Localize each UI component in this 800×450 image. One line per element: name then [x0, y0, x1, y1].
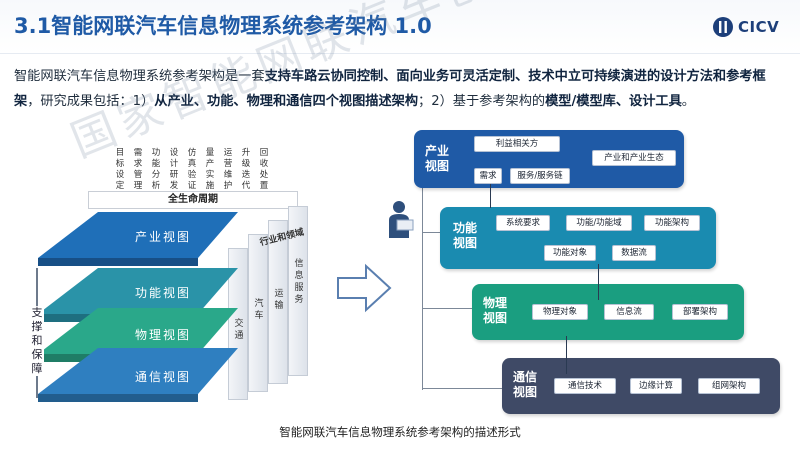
wall-label: 交通: [234, 319, 244, 341]
logo-text: CICV: [738, 18, 780, 36]
stage-label: 需求管理: [133, 148, 143, 191]
page-title: 3.1智能网联汽车信息物理系统参考架构 1.0: [14, 14, 432, 38]
intro-text-3: ；2）基于参考架构的: [418, 94, 546, 109]
spine-line: [422, 150, 423, 390]
node: 产业和产业生态: [592, 150, 676, 166]
intro-bold-1: 支持车路云协同控制、面向业务可灵活定制、技术中立可持续演进的设计方法和参考框架: [14, 69, 766, 109]
domain-wall: [268, 220, 288, 384]
node: 需求: [474, 168, 502, 184]
layer-shape: [38, 212, 238, 266]
node: 部署架构: [672, 304, 728, 320]
node: 信息流: [604, 304, 654, 320]
flow-connector: [566, 336, 567, 374]
spine-branch: [422, 388, 502, 389]
intro-text-1: 智能网联汽车信息物理系统参考架构是一套: [14, 69, 265, 84]
panel-title: 通信视图: [512, 370, 537, 399]
intro-bold-2: 从产业、功能、物理和通信四个视图描述架构: [154, 94, 419, 109]
layer-communication: 通信视图: [38, 348, 238, 408]
domain-wall: [248, 234, 268, 392]
stage-label: 仿真验证: [187, 148, 197, 191]
stage-label: 升级迭代: [241, 148, 251, 191]
intro-bold-3: 模型/模型库、设计工具: [545, 94, 682, 109]
node: 物理对象: [532, 304, 588, 320]
node: 功能对象: [544, 245, 596, 261]
logo: CICV: [712, 16, 788, 40]
domain-wall: [288, 206, 308, 376]
domain-wall: [228, 248, 248, 400]
panel-function-view: 功能视图 系统要求 功能/功能域 功能架构 功能对象 数据流: [440, 207, 716, 269]
cicv-logo-icon: [713, 17, 733, 37]
intro-text-2: ，研究成果包括：1）: [27, 94, 155, 109]
node: 数据流: [612, 245, 656, 261]
node: 利益相关方: [474, 136, 560, 152]
support-label: 支撑和保障: [30, 306, 44, 376]
stage-label: 目标设定: [115, 148, 125, 191]
panel-title: 功能视图: [452, 221, 477, 250]
stage-label: 量产实施: [205, 148, 215, 191]
wall-label: 运输: [274, 289, 284, 311]
panel-communication-view: 通信视图 通信技术 边缘计算 组网架构: [502, 358, 780, 414]
layer-label: 通信视图: [134, 370, 191, 384]
figure-caption: 智能网联汽车信息物理系统参考架构的描述形式: [279, 425, 521, 439]
intro-paragraph: 智能网联汽车信息物理系统参考架构是一套支持车路云协同控制、面向业务可灵活定制、技…: [14, 64, 786, 114]
lifecycle-label: 全生命周期: [88, 191, 298, 209]
node: 服务/服务链: [510, 168, 570, 184]
person-icon: [389, 201, 414, 238]
panel-physical-view: 物理视图 物理对象 信息流 部署架构: [472, 284, 744, 340]
stage-label: 回收处置: [259, 148, 269, 191]
layer-label: 功能视图: [134, 286, 191, 300]
intro-text-4: 。: [681, 94, 695, 109]
wall-label: 信息服务: [294, 259, 304, 305]
node: 系统要求: [496, 215, 550, 231]
panel-industry-view: 产业视图 利益相关方 产业和产业生态 需求 服务/服务链: [414, 130, 684, 188]
layer-label: 物理视图: [134, 328, 191, 342]
stage-label: 运营维护: [223, 148, 233, 191]
stage-label: 功能分析: [151, 148, 161, 191]
node: 组网架构: [698, 378, 760, 394]
node: 通信技术: [554, 378, 616, 394]
layered-architecture-diagram: 目标设定 需求管理 功能分析 设计研发 仿真验证 量产实施 运营维护 升级迭代 …: [28, 148, 318, 418]
layer-industry: 产业视图: [38, 212, 238, 272]
title-bar: [0, 0, 800, 54]
layer-shape: [38, 348, 238, 402]
node: 功能架构: [644, 215, 700, 231]
layer-label: 产业视图: [134, 230, 191, 244]
node: 边缘计算: [630, 378, 682, 394]
panel-title: 物理视图: [482, 296, 507, 325]
flow-connector: [490, 184, 491, 208]
right-arrow-icon: [337, 263, 392, 313]
wall-label: 汽车: [254, 299, 264, 321]
node: 功能/功能域: [566, 215, 632, 231]
spine-branch: [422, 232, 440, 233]
panel-title: 产业视图: [424, 144, 449, 173]
flow-connector: [598, 264, 599, 300]
spine-branch: [422, 308, 472, 309]
stage-label: 设计研发: [169, 148, 179, 191]
